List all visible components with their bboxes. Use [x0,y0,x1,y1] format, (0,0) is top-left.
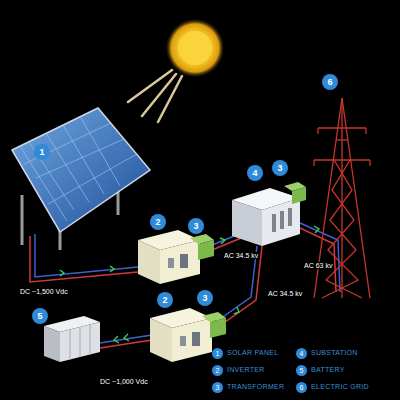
legend-number: 3 [212,382,223,393]
callout-number: 5 [32,308,48,324]
dc-wire [100,335,152,343]
inverter-building [150,308,226,362]
callout-number: 3 [188,218,204,234]
voltage-label: DC ~1,500 Vdc [18,288,70,295]
callout-number: 2 [150,214,166,230]
callout-number: 3 [197,290,213,306]
callout-number: 6 [322,74,338,90]
voltage-label: AC 34.5 kv [266,290,304,297]
callout-number: 3 [272,160,288,176]
sun-core [178,31,212,65]
inverter-building [138,230,214,284]
legend-text: SUBSTATION [311,349,358,356]
voltage-label: AC 63 kv [302,262,334,269]
legend-text: ELECTRIC GRID [311,383,369,390]
legend-text: BATTERY [311,366,345,373]
sun [165,18,225,78]
callout-number: 2 [157,292,173,308]
legend-number: 1 [212,348,223,359]
callout-number: 4 [247,165,263,181]
legend-text: INVERTER [227,366,265,373]
sun-rays [128,70,182,122]
solar-panel [12,108,150,232]
callout-number: 1 [34,144,50,160]
legend-number: 6 [296,382,307,393]
voltage-label: DC ~1,000 Vdc [98,378,150,385]
legend-number: 4 [296,348,307,359]
substation [232,182,306,246]
voltage-label: AC 34.5 kv [222,252,260,259]
legend-text: SOLAR PANEL [227,349,278,356]
legend-number: 2 [212,365,223,376]
dc-wire [35,234,138,277]
panel-grid [20,116,137,221]
legend-text: TRANSFORMER [227,383,284,390]
dc-wire [30,236,138,282]
legend-number: 5 [296,365,307,376]
battery [44,316,100,362]
